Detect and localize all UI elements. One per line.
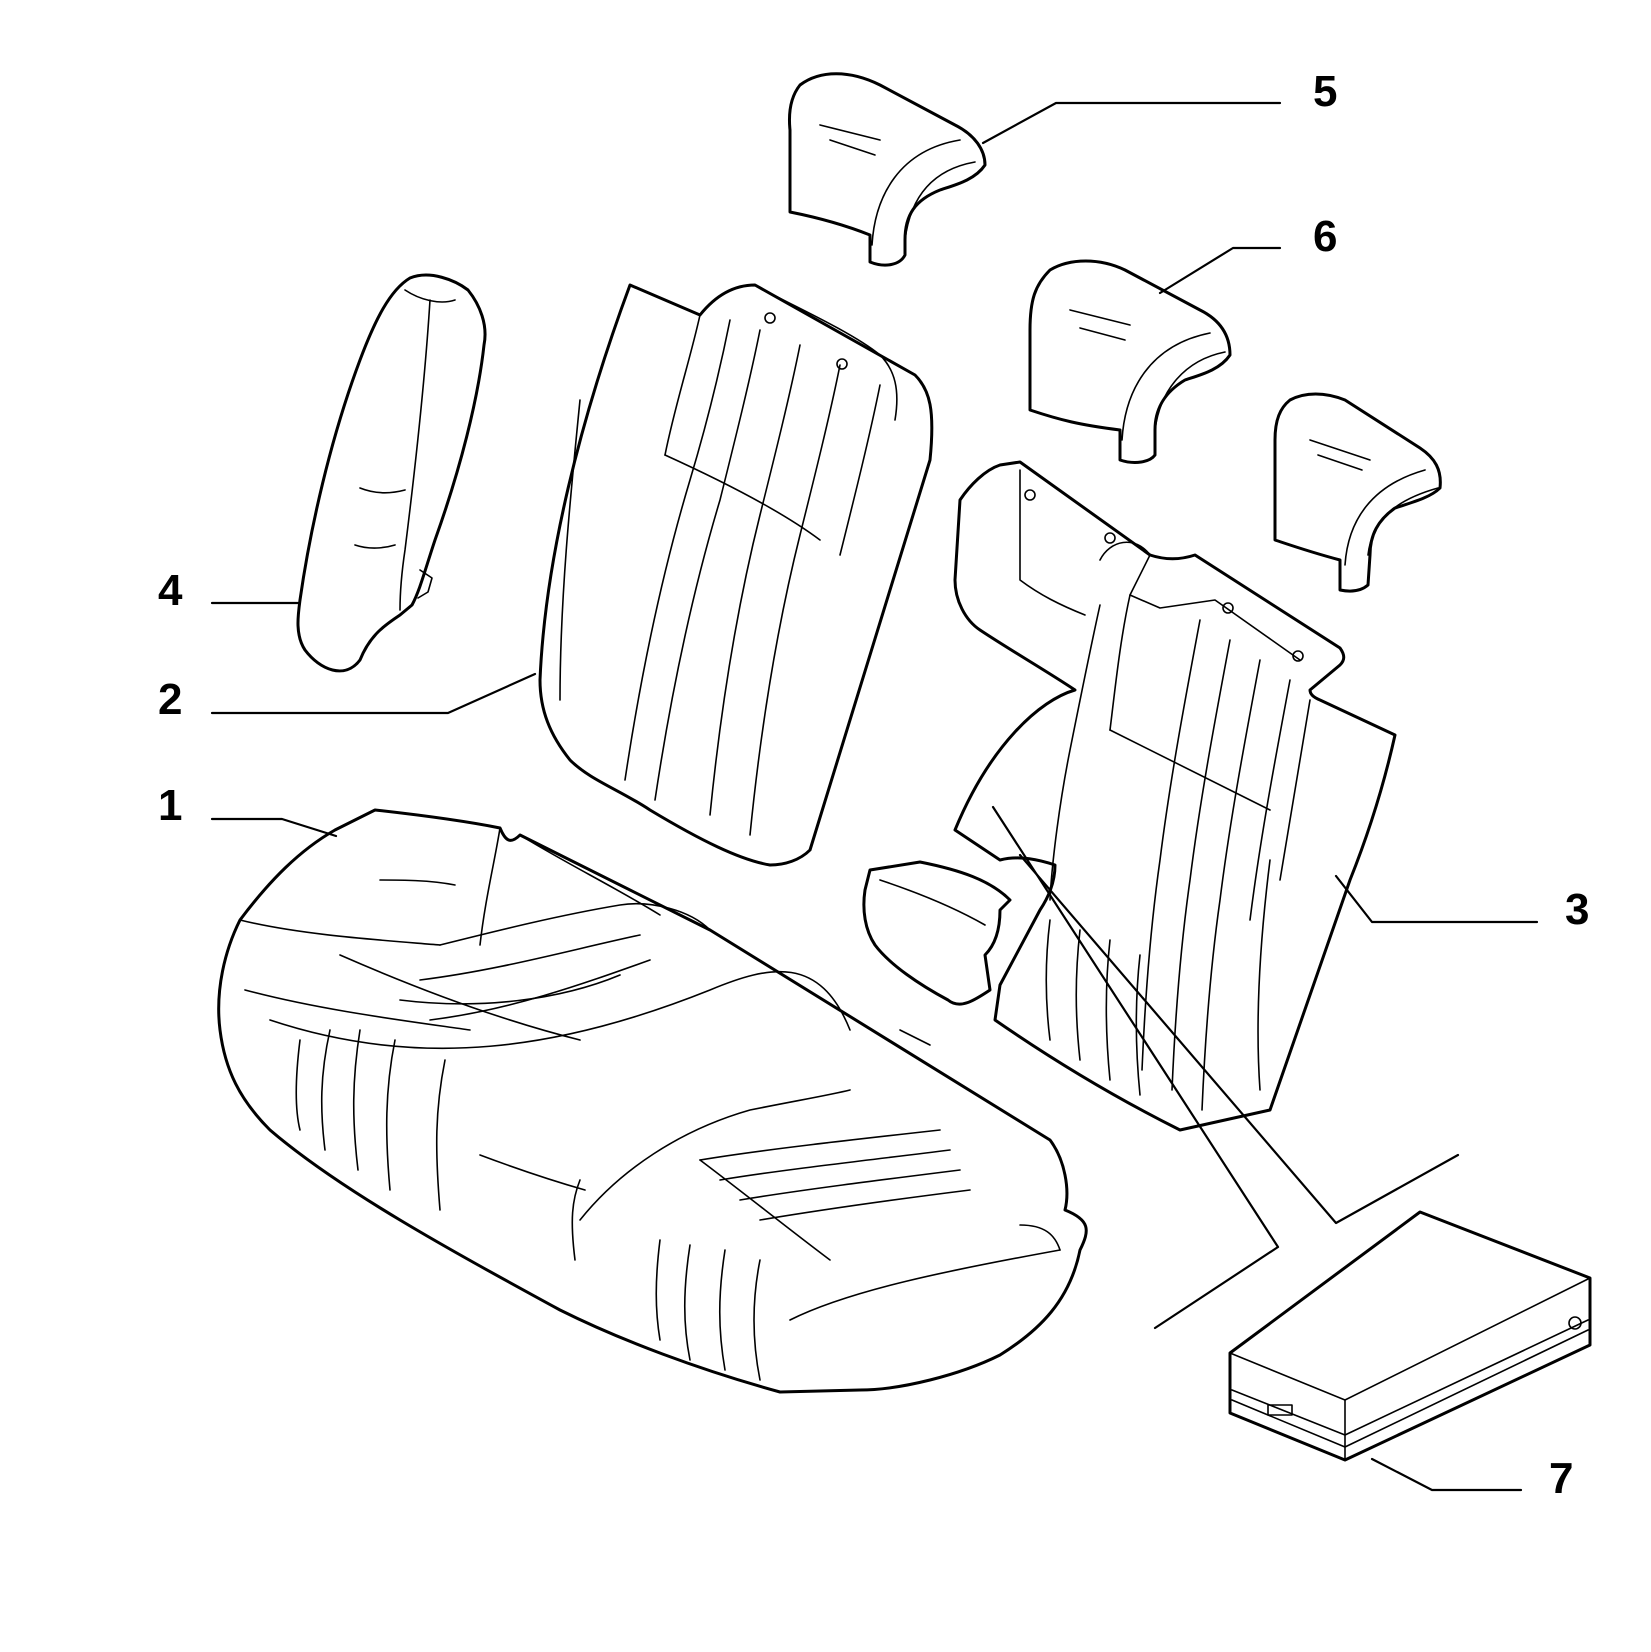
part-4-side-bolster [296,273,487,673]
part-3-split-backrest [862,460,1397,1132]
leader-3 [1334,874,1539,924]
callout-2: 2 [158,675,182,724]
callout-1: 1 [158,781,182,830]
leader-2 [210,672,537,715]
part-5-headrest [788,72,987,267]
callout-numbers: 1 2 3 4 5 6 7 [158,67,1589,1503]
part-2-backrest [538,283,934,867]
part-1-seat-cushion [217,808,1088,1394]
leader-6 [1158,246,1282,295]
detail-view-leader [991,805,1460,1330]
headrest-right [1273,392,1442,593]
callout-6: 6 [1313,212,1337,261]
callout-5: 5 [1313,67,1337,116]
callout-7: 7 [1549,1454,1573,1503]
part-6-headrest [1028,259,1232,464]
leader-lines [210,101,1539,1492]
part-7-storage-case [1228,1210,1592,1462]
leader-5 [981,101,1282,145]
leader-1 [210,817,338,838]
callout-3: 3 [1565,885,1589,934]
callout-4: 4 [158,566,183,615]
leader-7 [1370,1457,1523,1492]
